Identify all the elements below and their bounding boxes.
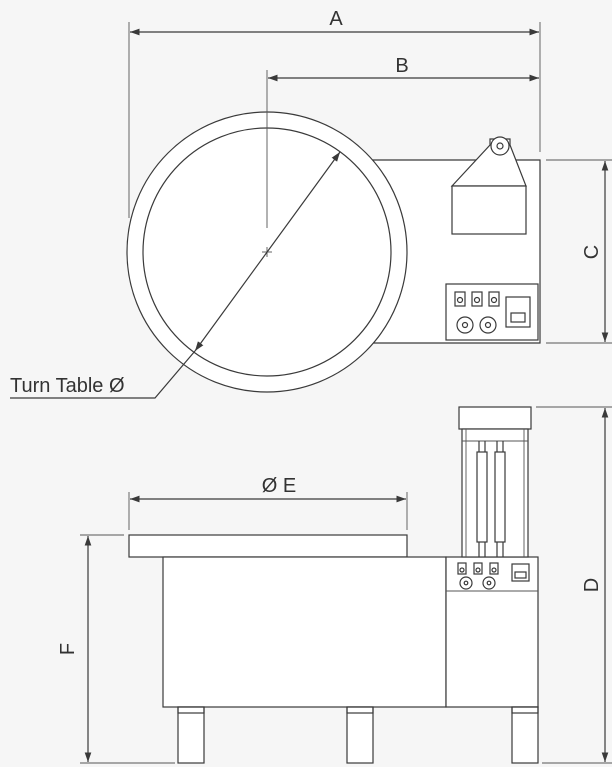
- dimension-d: [536, 406, 612, 764]
- film-carriage: [450, 136, 527, 235]
- label-turn-table: Turn Table Ø: [10, 375, 125, 397]
- turntable-leader-line: [10, 350, 196, 399]
- top-control-panel: [445, 283, 539, 341]
- side-control-panel: [457, 562, 530, 590]
- label-d: D: [581, 578, 603, 592]
- top-view: [10, 22, 612, 399]
- side-legs: [177, 706, 539, 764]
- label-f: F: [57, 643, 79, 655]
- side-turntable-plate: [128, 534, 408, 558]
- turntable-diameter-line: [194, 151, 341, 352]
- label-a: A: [329, 8, 343, 30]
- dimension-f: [80, 534, 175, 764]
- label-e: Ø E: [262, 475, 296, 497]
- dimension-a: [128, 22, 541, 218]
- side-main-body: [162, 556, 447, 708]
- side-mast: [458, 406, 532, 558]
- dimension-e: [128, 492, 408, 530]
- label-b: B: [395, 55, 408, 77]
- side-view: [80, 406, 612, 764]
- dimension-c: [546, 159, 612, 344]
- label-c: C: [581, 245, 603, 259]
